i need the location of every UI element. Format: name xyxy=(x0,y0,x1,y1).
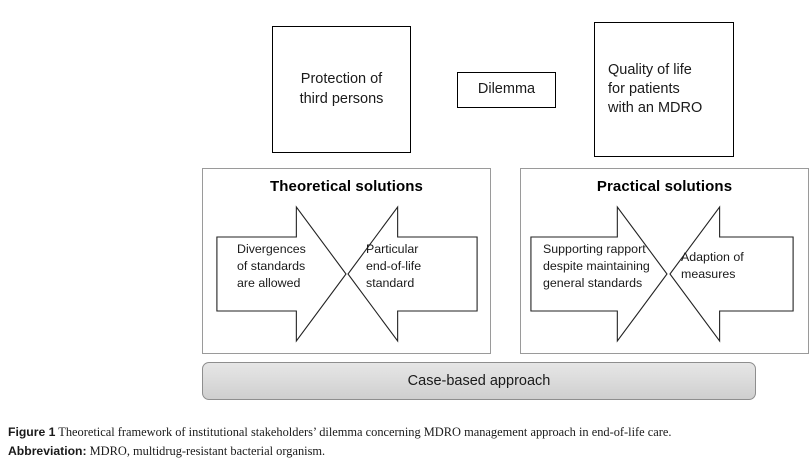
caption-figure-text: Theoretical framework of institutional s… xyxy=(55,425,672,439)
arrow-label-particular-end-of-life-standard: Particular end-of-life standard xyxy=(366,242,422,290)
caption-abbreviation-label: Abbreviation: xyxy=(8,443,87,458)
concept-box-quality-label: Quality of life for patients with an MDR… xyxy=(608,61,703,117)
arrow-left-pointing-particular-standard xyxy=(347,205,478,343)
concept-box-quality-of-life: Quality of life for patients with an MDR… xyxy=(594,22,734,157)
opposing-arrows-theoretical xyxy=(216,205,478,343)
arrow-right-pointing-divergences xyxy=(216,205,347,343)
caption-line-abbreviation: Abbreviation: MDRO, multidrug-resistant … xyxy=(8,442,803,461)
caption-abbreviation-text: MDRO, multidrug-resistant bacterial orga… xyxy=(86,443,326,458)
caption-figure-label: Figure 1 xyxy=(8,425,56,439)
panel-title-practical-solutions: Practical solutions xyxy=(596,178,733,195)
concept-box-protection-label: Protection of third persons xyxy=(299,71,384,107)
concept-box-dilemma: Dilemma xyxy=(457,72,556,108)
arrow-label-adaption-of-measures: Adaption of measures xyxy=(681,250,744,281)
figure-caption: Figure 1 Theoretical framework of instit… xyxy=(8,423,803,460)
opposing-arrows-practical xyxy=(530,205,794,343)
case-based-approach-bar: Case-based approach xyxy=(202,362,756,400)
figure-diagram: Protection of third persons Dilemma Qual… xyxy=(202,22,809,400)
caption-line-figure: Figure 1 Theoretical framework of instit… xyxy=(8,423,803,442)
arrow-right-pointing-supporting-rapport xyxy=(530,205,668,343)
concept-box-dilemma-label: Dilemma xyxy=(477,81,536,98)
panel-theoretical-solutions: Theoretical solutions Divergences of sta… xyxy=(202,168,491,354)
panel-practical-solutions: Practical solutions Supporting rapport d… xyxy=(520,168,809,354)
arrow-label-divergences-of-standards: Divergences of standards are allowed xyxy=(237,242,306,290)
arrow-left-pointing-adaption-of-measures xyxy=(669,205,794,343)
panel-title-theoretical-solutions: Theoretical solutions xyxy=(270,178,423,195)
arrow-label-supporting-rapport: Supporting rapport despite maintaining g… xyxy=(543,242,650,290)
concept-box-protection-of-third-persons: Protection of third persons xyxy=(272,26,411,153)
case-based-approach-label: Case-based approach xyxy=(407,373,551,389)
